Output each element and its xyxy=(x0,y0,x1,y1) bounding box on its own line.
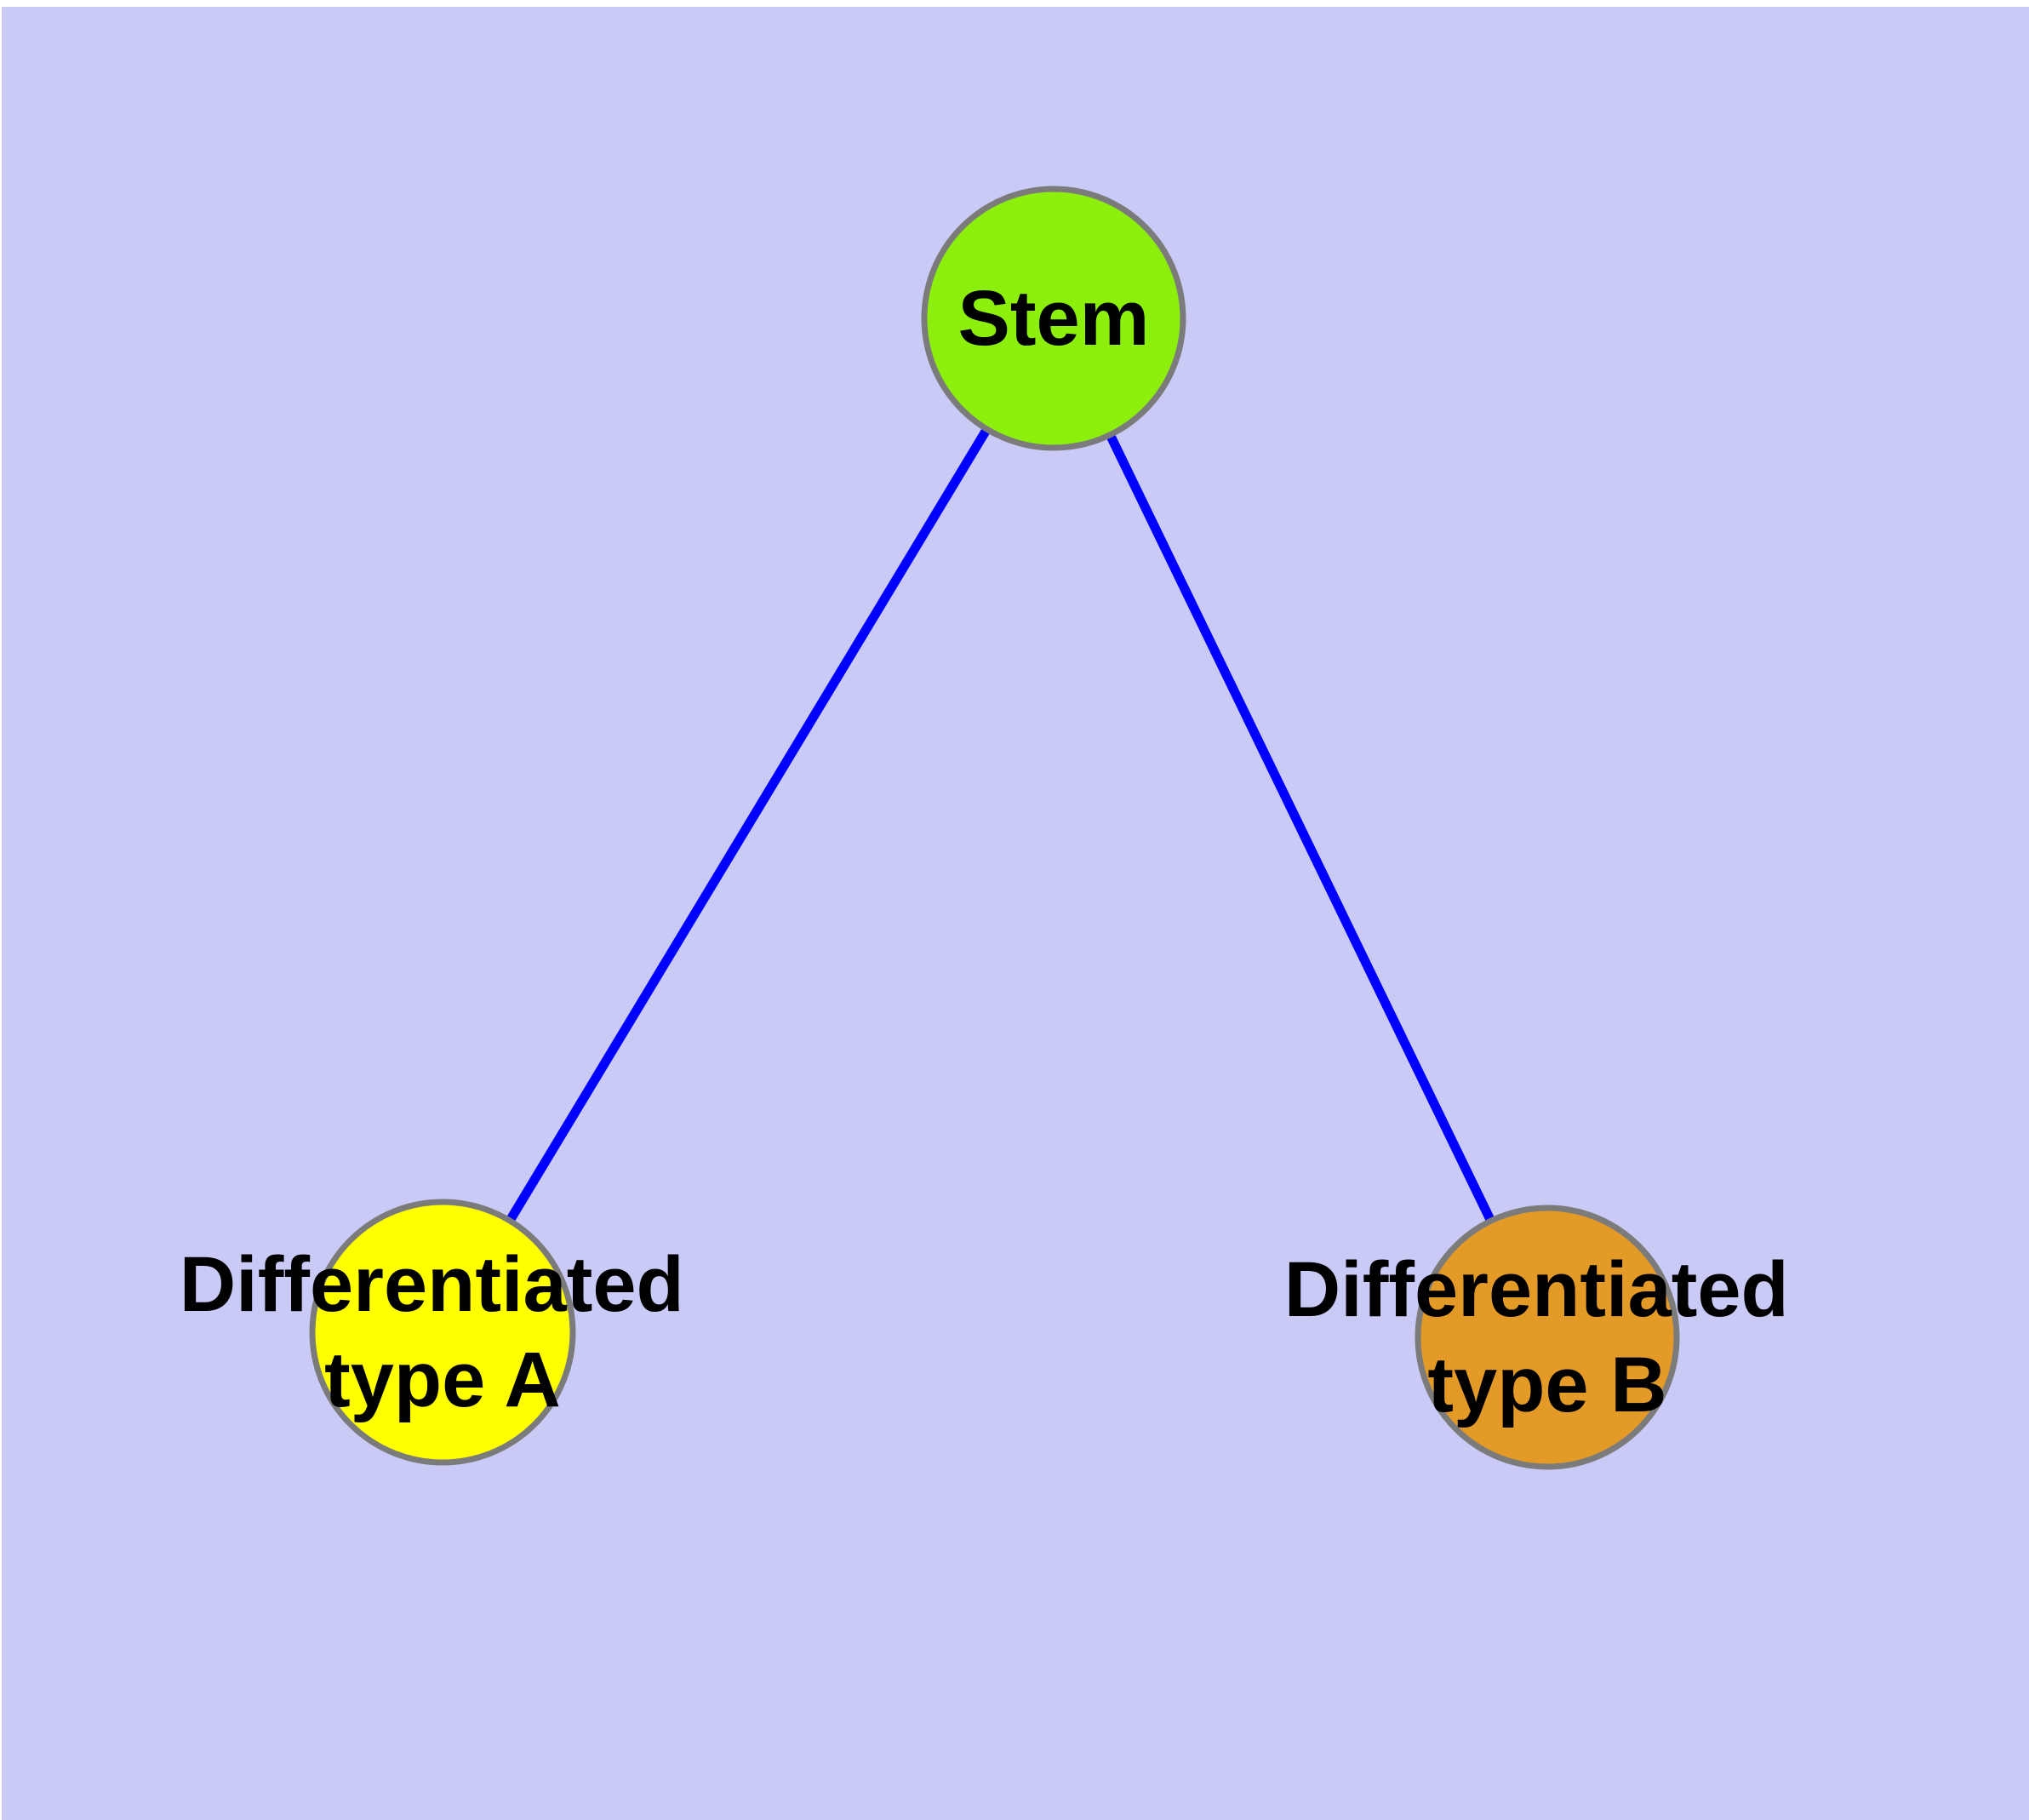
node-differentiated-type-b: Differentiated type B xyxy=(1284,1205,1811,1470)
edge-stem-to-type-b xyxy=(1049,316,1552,1340)
node-differentiated-type-b-circle xyxy=(1415,1205,1680,1470)
edge-stem-to-type-a xyxy=(438,316,1058,1335)
node-differentiated-type-a-label: Differentiated type A xyxy=(180,1215,706,1423)
node-differentiated-type-a: Differentiated type A xyxy=(180,1199,706,1466)
node-stem: Stem xyxy=(921,186,1186,451)
node-stem-circle xyxy=(921,186,1186,451)
node-stem-label: Stem xyxy=(958,275,1150,362)
node-differentiated-type-b-label: Differentiated type B xyxy=(1284,1220,1811,1428)
node-differentiated-type-a-circle xyxy=(309,1199,576,1466)
